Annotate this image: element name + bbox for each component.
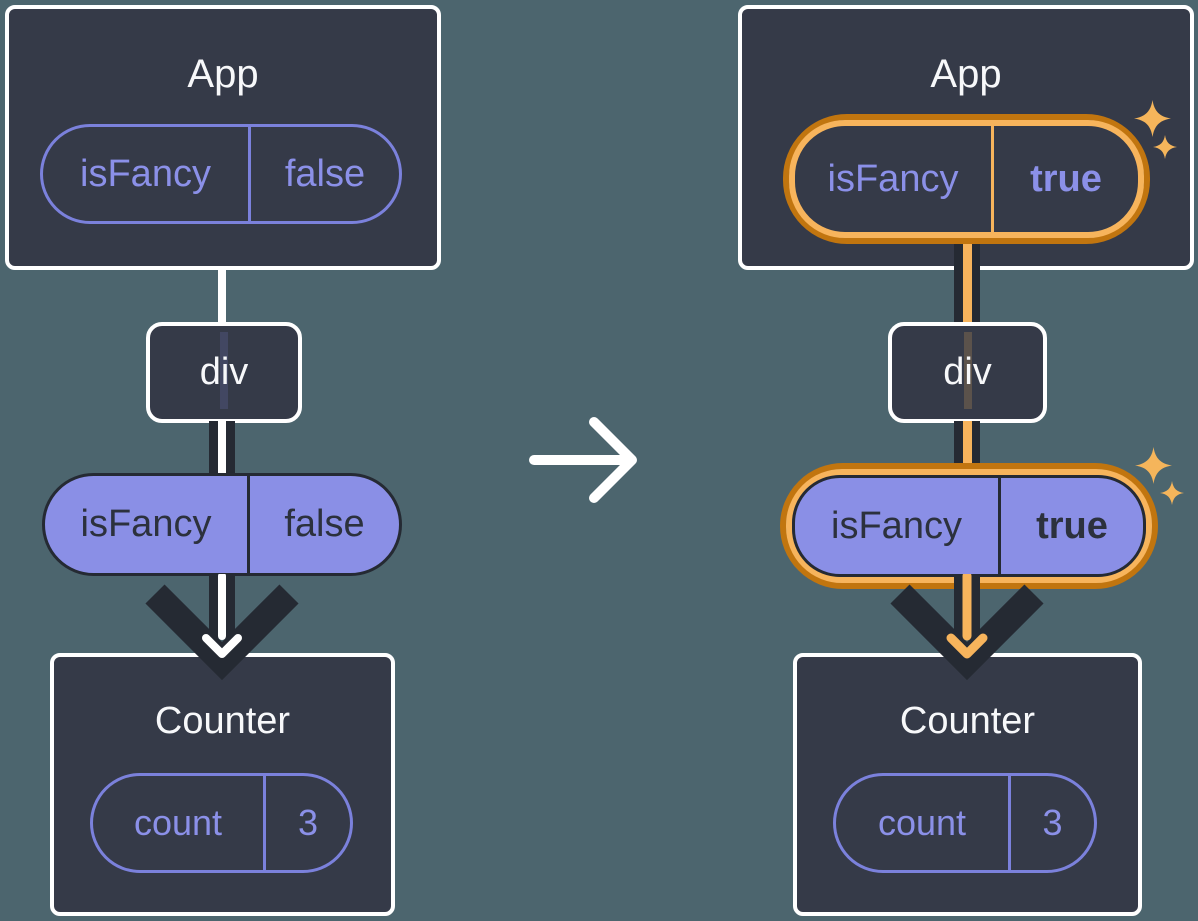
prop-name-label: isFancy xyxy=(80,152,211,195)
sparkle-icon xyxy=(1134,100,1171,137)
prop-value-label: true xyxy=(998,478,1143,574)
prop-flow-through-line xyxy=(963,332,972,409)
app-prop-pill-highlight-ring: isFancy true xyxy=(783,114,1150,244)
prop-flow-arrow-icon xyxy=(890,574,1044,681)
div-node-box: div xyxy=(146,322,302,423)
sparkle-icon xyxy=(1160,481,1184,505)
sparkle-icon xyxy=(1153,135,1177,159)
prop-line-core xyxy=(963,232,972,324)
div-node-label: div xyxy=(943,351,992,393)
state-value-label: 3 xyxy=(263,776,350,870)
counter-state-pill: count 3 xyxy=(90,773,353,873)
transition-arrow-icon xyxy=(529,417,637,503)
prop-name-label: isFancy xyxy=(831,504,962,547)
div-to-pill-connector-core xyxy=(218,421,226,475)
state-value-label: 3 xyxy=(1008,776,1094,870)
div-node-label: div xyxy=(199,351,249,393)
state-name-label: count xyxy=(133,802,223,843)
counter-component-title: Counter xyxy=(154,700,291,742)
app-to-div-connector xyxy=(218,266,226,324)
div-node-box: div xyxy=(888,322,1047,423)
prop-value-label: true xyxy=(991,126,1138,232)
prop-name-label: isFancy xyxy=(827,157,959,200)
counter-component-title: Counter xyxy=(899,700,1036,742)
prop-flow-through-line xyxy=(220,332,228,409)
app-component-title: App xyxy=(930,52,1002,96)
prop-name-label: isFancy xyxy=(80,503,212,545)
prop-value-label: false xyxy=(247,476,399,573)
passed-prop-pill-highlight-ring: isFancy true xyxy=(780,463,1158,589)
app-prop-pill: isFancy false xyxy=(40,124,402,224)
sparkle-icon xyxy=(1135,447,1172,484)
div-to-pill-connector-core xyxy=(963,421,972,473)
prop-value-label: false xyxy=(248,127,399,221)
passed-prop-pill: isFancy true xyxy=(792,475,1146,577)
counter-state-pill: count 3 xyxy=(833,773,1097,873)
prop-flow-arrow-icon xyxy=(145,574,299,681)
app-prop-pill: isFancy true xyxy=(789,120,1144,238)
app-component-title: App xyxy=(187,52,259,96)
state-name-label: count xyxy=(877,802,967,843)
passed-prop-pill: isFancy false xyxy=(42,473,402,576)
passed-prop-pill-frame: isFancy true xyxy=(786,469,1152,583)
